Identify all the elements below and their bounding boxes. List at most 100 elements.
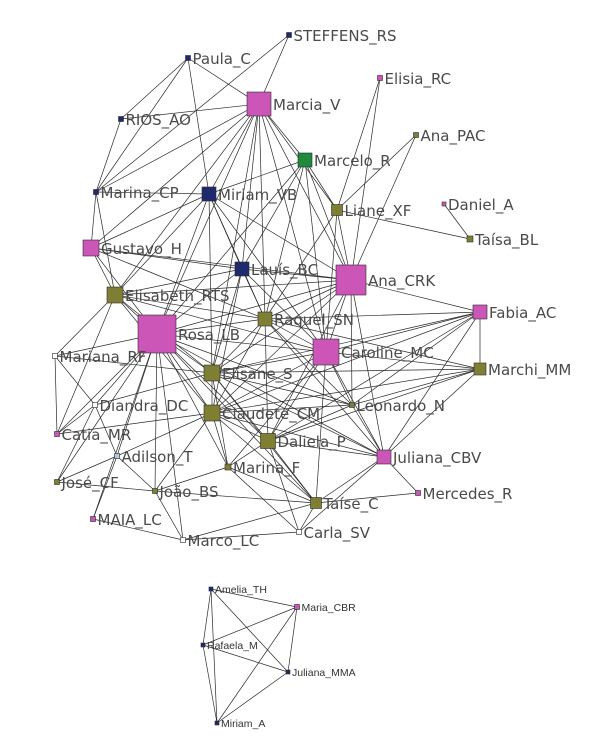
- node-Caroline_MC[interactable]: [312, 338, 340, 366]
- node-MAIA_LC[interactable]: [90, 516, 96, 522]
- node-Marcelo_R[interactable]: [297, 152, 313, 168]
- node-Ana_PAC[interactable]: [413, 132, 419, 138]
- node-Marcia_V[interactable]: [246, 91, 272, 117]
- edge-MAIA_LC-Marco_LC: [92, 518, 184, 541]
- edge-Marina_F-Joao_BS: [154, 466, 229, 492]
- edge-Rosa_LB-Taise_C: [156, 333, 317, 504]
- node-label-Marco_LC: Marco_LC: [188, 532, 260, 551]
- node-Claudete_CM[interactable]: [203, 404, 221, 422]
- node-label-Elisia_RC: Elisia_RC: [385, 70, 452, 89]
- node-Ana_CRK[interactable]: [335, 264, 367, 296]
- node-Adilson_T[interactable]: [114, 453, 120, 459]
- node-Miriam_VB[interactable]: [201, 186, 217, 202]
- edge-Claudete_CM-Daliela_P: [211, 412, 269, 442]
- edge-Ana_CRK-Claudete_CM: [211, 279, 352, 414]
- edge-Marcelo_R-Lauis_BC: [241, 159, 306, 270]
- edge-Claudete_CM-Juliana_CBV: [211, 412, 385, 458]
- edge-Elisabeth_RTS-Claudete_CM: [114, 294, 213, 414]
- node-Fabia_AC[interactable]: [472, 304, 488, 320]
- edge-Lauis_BC-Raquel_SN: [241, 268, 266, 320]
- node-label-Gustavo_H: Gustavo_H: [101, 240, 182, 259]
- edge-Fabia_AC-Leonardo_N: [351, 311, 481, 406]
- edge-Daliela_P-Carla_SV: [267, 440, 300, 533]
- node-label-Mariana_RF: Mariana_RF: [60, 348, 147, 367]
- node-Marina_F[interactable]: [224, 463, 232, 471]
- node-Amelia_TH[interactable]: [208, 586, 214, 592]
- edge-Ana_CRK-Elisabeth_RTS: [114, 279, 352, 296]
- node-label-Paula_C: Paula_C: [193, 50, 251, 69]
- edge-Marina_CP-Miriam_VB: [95, 191, 210, 195]
- node-Elisane_S[interactable]: [203, 364, 221, 382]
- node-label-Miriam_A: Miriam_A: [221, 718, 265, 730]
- node-Juliana_MMA[interactable]: [285, 669, 291, 675]
- node-STEFFENS_RS[interactable]: [286, 32, 292, 38]
- node-Maria_CBR[interactable]: [294, 604, 300, 610]
- edge-Rosa_LB-Joao_BS: [154, 333, 158, 492]
- node-Taise_C[interactable]: [310, 497, 322, 509]
- node-label-Rosa_LB: Rosa_LB: [178, 326, 240, 345]
- edge-Gustavo_H-Lauis_BC: [90, 247, 243, 270]
- edge-Elisane_S-Juliana_CBV: [211, 372, 385, 458]
- node-label-Diandra_DC: Diandra_DC: [100, 397, 189, 416]
- node-Marco_LC[interactable]: [180, 537, 186, 543]
- node-Joao_BS[interactable]: [152, 488, 158, 494]
- node-Daliela_P[interactable]: [260, 433, 276, 449]
- edge-Elisia_RC-Liane_XF: [336, 77, 381, 211]
- node-Carla_SV[interactable]: [296, 529, 302, 535]
- edge-Marcia_V-Miriam_VB: [208, 103, 260, 195]
- edge-Diandra_DC-Adilson_T: [94, 404, 118, 457]
- edge-Raquel_SN-Claudete_CM: [211, 318, 266, 414]
- node-label-Jose_CF: José_CF: [61, 474, 119, 493]
- node-Raquel_SN[interactable]: [257, 311, 273, 327]
- node-label-Miriam_VB: Miriam_VB: [218, 186, 297, 205]
- edge-Daniel_A-Taisa_BL: [443, 203, 471, 240]
- edge-Miriam_VB-Rosa_LB: [156, 193, 210, 335]
- edge-Marchi_MM-Daliela_P: [267, 368, 481, 442]
- node-Leonardo_N[interactable]: [349, 402, 355, 408]
- node-Elisia_RC[interactable]: [377, 75, 383, 81]
- node-Lauis_BC[interactable]: [234, 261, 250, 277]
- node-Taisa_BL[interactable]: [466, 235, 474, 243]
- edge-Raquel_SN-Juliana_CBV: [264, 318, 385, 458]
- node-Catia_MR[interactable]: [54, 431, 60, 437]
- node-Juliana_CBV[interactable]: [376, 449, 392, 465]
- edge-STEFFENS_RS-Marina_CP: [95, 34, 290, 193]
- edge-Fabia_AC-Daliela_P: [267, 311, 481, 442]
- node-label-Caroline_MC: Caroline_MC: [341, 344, 434, 363]
- node-Mariana_RF[interactable]: [52, 353, 58, 359]
- node-RIOS_AO[interactable]: [118, 116, 124, 122]
- edge-Maria_CBR-Juliana_MMA: [287, 606, 298, 673]
- node-Miriam_A[interactable]: [214, 720, 220, 726]
- edge-Rafaela_M-Miriam_A: [202, 644, 218, 724]
- edge-Lauis_BC-Claudete_CM: [211, 268, 243, 414]
- node-Marchi_MM[interactable]: [473, 362, 487, 376]
- node-Rosa_LB[interactable]: [137, 314, 177, 354]
- node-Paula_C[interactable]: [185, 55, 191, 61]
- edge-Daliela_P-Juliana_CBV: [267, 440, 385, 458]
- edge-Daliela_P-Leonardo_N: [267, 404, 353, 442]
- edge-Caroline_MC-Daliela_P: [267, 351, 327, 442]
- node-Elisabeth_RTS[interactable]: [106, 286, 124, 304]
- edge-Claudete_CM-Taise_C: [211, 412, 317, 504]
- node-Daniel_A[interactable]: [441, 201, 447, 207]
- node-Liane_XF[interactable]: [331, 204, 343, 216]
- edge-RIOS_AO-Marina_CP: [95, 118, 122, 193]
- edge-Fabia_AC-Juliana_CBV: [383, 311, 481, 458]
- node-Mercedes_R[interactable]: [415, 490, 421, 496]
- node-Gustavo_H[interactable]: [82, 239, 100, 257]
- node-label-Taise_C: Taíse_C: [323, 495, 379, 514]
- node-Marina_CP[interactable]: [93, 189, 99, 195]
- edge-Paula_C-Marina_CP: [95, 57, 189, 193]
- edge-Rosa_LB-Leonardo_N: [156, 333, 353, 406]
- edge-Ana_CRK-Rosa_LB: [156, 279, 352, 335]
- node-Rafaela_M[interactable]: [200, 642, 206, 648]
- edge-Marcia_V-Elisane_S: [211, 103, 260, 374]
- node-Jose_CF[interactable]: [54, 479, 60, 485]
- node-label-Catia_MR: Catia_MR: [62, 426, 132, 445]
- node-label-Carla_SV: Carla_SV: [304, 524, 371, 543]
- edge-Maria_CBR-Rafaela_M: [202, 606, 298, 646]
- edge-Diandra_DC-Catia_MR: [56, 404, 96, 435]
- node-Diandra_DC[interactable]: [92, 402, 98, 408]
- node-label-Elisane_S: Elisane_S: [222, 365, 293, 384]
- edge-Marina_CP-Elisabeth_RTS: [95, 191, 116, 296]
